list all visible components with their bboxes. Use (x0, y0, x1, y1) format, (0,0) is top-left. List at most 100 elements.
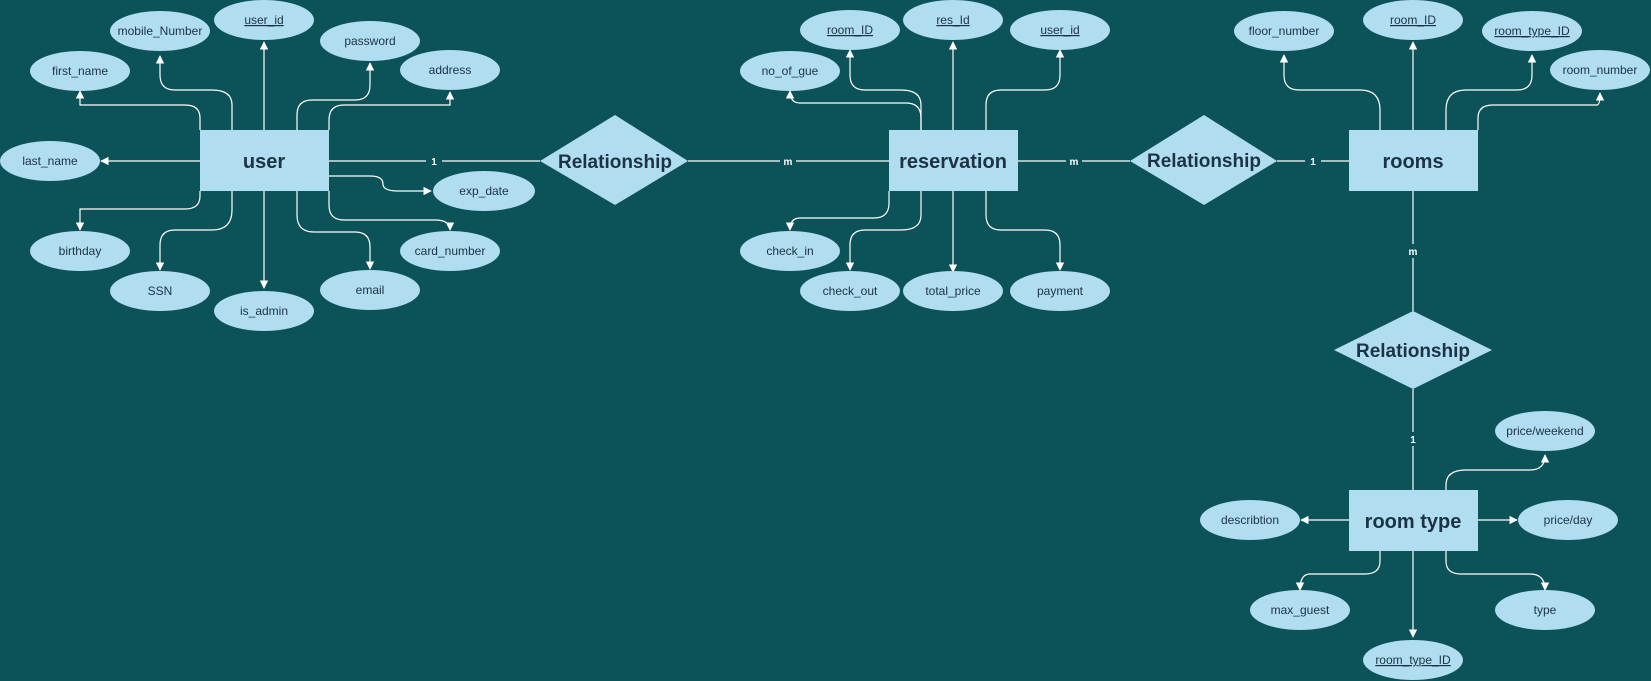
attribute-password[interactable]: password (320, 21, 420, 61)
attribute-reservation-user-id[interactable]: user_id (1010, 10, 1110, 50)
svg-text:first_name: first_name (52, 64, 108, 78)
relationship-rooms-room-type-label: Relationship (1356, 341, 1470, 362)
connector-user-exp-date (329, 175, 432, 196)
attribute-ssn[interactable]: SSN (110, 271, 210, 311)
connector-rooms-floor-number (1279, 54, 1381, 130)
connector-reservation-payment (985, 191, 1065, 271)
entity-room-type[interactable]: room type (1349, 490, 1478, 551)
relationship-user-reservation-label: Relationship (558, 152, 672, 173)
attribute-card-number[interactable]: card_number (400, 231, 500, 271)
foreign-key-user-id: user_id (1040, 23, 1079, 37)
connector-rooms-room-type-id (1445, 54, 1537, 130)
attribute-rooms-room-type-id[interactable]: room_type_ID (1482, 11, 1582, 51)
svg-text:type: type (1534, 603, 1557, 617)
attribute-reservation-room-id[interactable]: room_ID (800, 10, 900, 50)
attribute-check-out[interactable]: check_out (800, 271, 900, 311)
connector-reservation-check-out (845, 191, 922, 271)
svg-text:max_guest: max_guest (1271, 603, 1330, 617)
relationship-reservation-rooms-label: Relationship (1147, 151, 1261, 172)
svg-text:email: email (356, 283, 385, 297)
cardinality-user-side: 1 (431, 157, 437, 168)
attribute-address[interactable]: address (400, 50, 500, 90)
connector-reservation-user-id (985, 49, 1065, 130)
entity-room-type-label: room type (1365, 511, 1462, 533)
attribute-birthday[interactable]: birthday (30, 231, 130, 271)
attribute-floor-number[interactable]: floor_number (1234, 11, 1334, 51)
svg-text:last_name: last_name (22, 154, 78, 168)
svg-text:exp_date: exp_date (459, 184, 509, 198)
connector-user-mobile-number (155, 55, 233, 130)
connector-room-type-price-weekend (1445, 454, 1550, 490)
cardinality-reservation-side-a: m (784, 157, 793, 168)
cardinality-room-type-side: 1 (1410, 435, 1416, 446)
svg-text:price/day: price/day (1544, 513, 1593, 527)
connector-reservation-check-in (785, 191, 890, 231)
entity-reservation[interactable]: reservation (889, 130, 1018, 191)
attribute-payment[interactable]: payment (1010, 271, 1110, 311)
svg-text:price/weekend: price/weekend (1506, 424, 1583, 438)
attribute-mobile-number[interactable]: mobile_Number (110, 11, 210, 51)
attribute-last-name[interactable]: last_name (0, 141, 100, 181)
svg-text:room_number: room_number (1563, 63, 1638, 77)
attribute-room-number[interactable]: room_number (1550, 50, 1650, 90)
connector-room-type-max-guest (1295, 551, 1381, 591)
relationship-rooms-room-type[interactable]: Relationship (1334, 311, 1492, 389)
attribute-total-price[interactable]: total_price (903, 271, 1003, 311)
primary-key-user-id: user_id (244, 13, 283, 27)
svg-text:check_out: check_out (823, 284, 878, 298)
entity-rooms[interactable]: rooms (1349, 130, 1478, 191)
attribute-first-name[interactable]: first_name (30, 51, 130, 91)
svg-text:password: password (344, 34, 395, 48)
entity-user-label: user (243, 151, 285, 173)
entity-reservation-label: reservation (899, 151, 1007, 173)
svg-text:birthday: birthday (59, 244, 102, 258)
connector-user-birthday (75, 191, 201, 231)
entity-rooms-label: rooms (1382, 151, 1443, 173)
attribute-exp-date[interactable]: exp_date (433, 171, 535, 211)
svg-text:describtion: describtion (1221, 513, 1279, 527)
attribute-description[interactable]: describtion (1200, 500, 1300, 540)
connector-reservation-no-of-gue (785, 90, 922, 130)
attribute-type[interactable]: type (1495, 590, 1595, 630)
svg-text:total_price: total_price (925, 284, 981, 298)
foreign-key-room-type-id: room_type_ID (1494, 24, 1570, 38)
connector-user-first-name (75, 90, 201, 130)
attribute-check-in[interactable]: check_in (740, 231, 840, 271)
relationship-user-reservation[interactable]: Relationship (540, 115, 688, 205)
connector-rooms-room-number (1477, 92, 1605, 130)
svg-text:check_in: check_in (766, 244, 813, 258)
foreign-key-room-id: room_ID (827, 23, 873, 37)
connector-reservation-room-id (845, 49, 922, 130)
connector-user-email (296, 191, 375, 270)
primary-key-room-id: room_ID (1390, 13, 1436, 27)
attribute-is-admin[interactable]: is_admin (214, 291, 314, 331)
svg-text:payment: payment (1037, 284, 1084, 298)
relationship-reservation-rooms[interactable]: Relationship (1130, 115, 1277, 205)
attribute-price-day[interactable]: price/day (1518, 500, 1618, 540)
cardinality-labels: 1 m m 1 m 1 (426, 154, 1421, 446)
svg-text:is_admin: is_admin (240, 304, 288, 318)
connector-user-ssn (155, 191, 233, 271)
attribute-max-guest[interactable]: max_guest (1250, 590, 1350, 630)
svg-text:address: address (429, 63, 472, 77)
attribute-rooms-room-id[interactable]: room_ID (1363, 0, 1463, 40)
entity-user[interactable]: user (200, 130, 329, 191)
primary-key-res-id: res_Id (936, 13, 969, 27)
svg-text:SSN: SSN (148, 284, 173, 298)
connector-user-password (296, 62, 375, 130)
svg-text:mobile_Number: mobile_Number (118, 24, 203, 38)
attribute-email[interactable]: email (320, 270, 420, 310)
primary-key-room-type-id: room_type_ID (1375, 653, 1451, 667)
connector-room-type-type (1445, 551, 1550, 591)
attribute-room-type-room-type-id[interactable]: room_type_ID (1363, 640, 1463, 680)
cardinality-rooms-side-a: 1 (1310, 157, 1316, 168)
attribute-no-of-gue[interactable]: no_of_gue (740, 51, 840, 91)
svg-text:card_number: card_number (415, 244, 486, 258)
svg-text:floor_number: floor_number (1249, 24, 1320, 38)
connector-user-card-number (328, 191, 455, 231)
attribute-res-id[interactable]: res_Id (903, 0, 1003, 40)
attribute-user-user-id[interactable]: user_id (214, 0, 314, 40)
attribute-price-weekend[interactable]: price/weekend (1495, 411, 1595, 451)
svg-text:no_of_gue: no_of_gue (762, 64, 819, 78)
